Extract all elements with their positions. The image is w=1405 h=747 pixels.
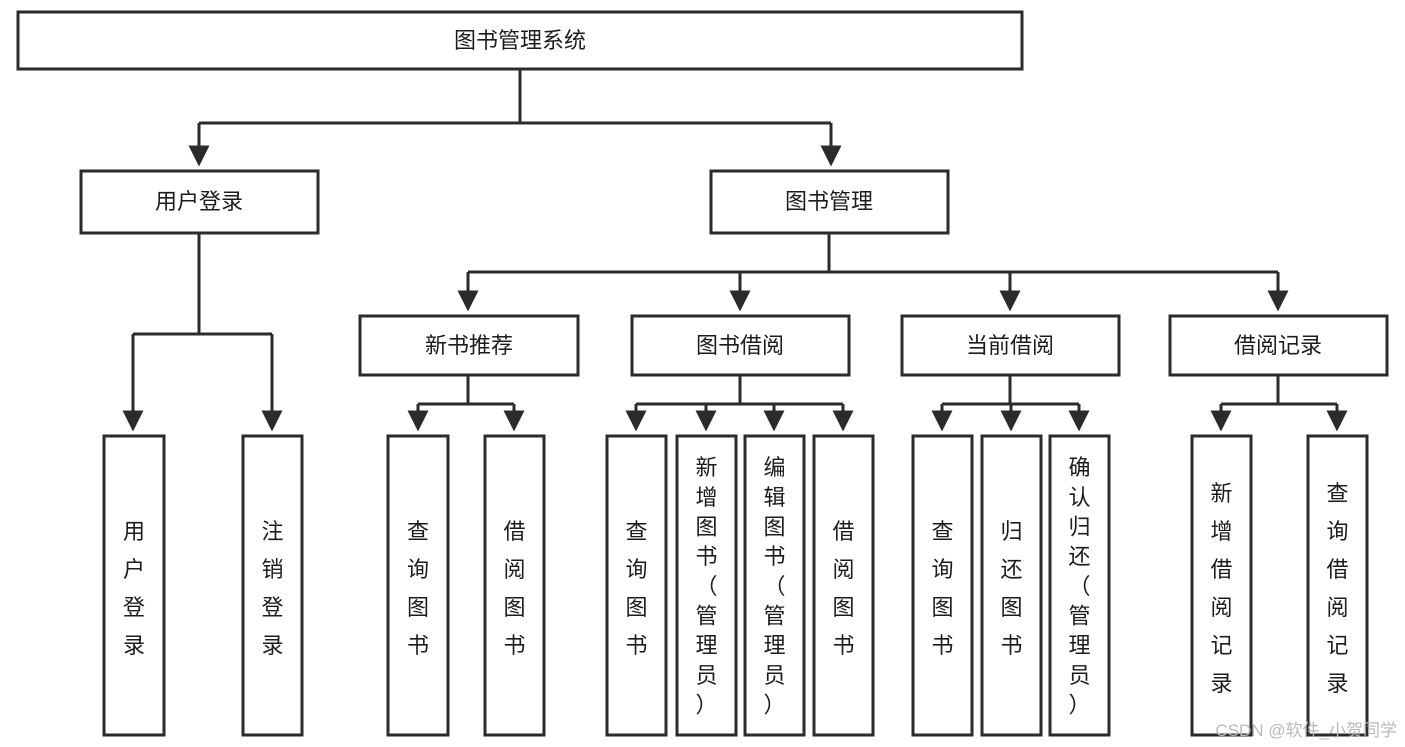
leaf-node-box-2[interactable] xyxy=(386,434,450,737)
leaf-node-box-11[interactable] xyxy=(1190,434,1253,737)
leaf-node-8[interactable]: 查询图书 xyxy=(911,434,974,737)
node-current-borrow[interactable]: 当前借阅 xyxy=(900,314,1121,377)
leaf-node-label-12-查询借阅记录: 查询借阅记录 xyxy=(1326,481,1348,696)
leaf-node-box-6[interactable] xyxy=(743,434,806,737)
leaf-node-10[interactable]: 确认归还（管理员） xyxy=(1048,434,1111,737)
leaf-node-box-12[interactable] xyxy=(1306,434,1369,737)
leaf-node-11[interactable]: 新增借阅记录 xyxy=(1190,434,1253,737)
leaf-node-label-7-借阅图书: 借阅图书 xyxy=(832,519,854,658)
node-root-box[interactable] xyxy=(16,10,1024,71)
leaf-node-2[interactable]: 查询图书 xyxy=(386,434,450,737)
node-user-login-box[interactable] xyxy=(79,169,320,235)
leaf-node-label-3-借阅图书: 借阅图书 xyxy=(503,519,525,658)
leaf-node-label-10-确认归还管理员: 确认归还（管理员） xyxy=(1068,455,1090,717)
node-borrow-records-box[interactable] xyxy=(1168,314,1389,377)
node-user-login-label: 用户登录 xyxy=(155,189,243,214)
leaf-node-label-11-新增借阅记录: 新增借阅记录 xyxy=(1210,481,1232,696)
node-book-management-label: 图书管理 xyxy=(785,189,873,214)
node-current-borrow-label: 当前借阅 xyxy=(966,333,1054,358)
connectors-book-management-to-children xyxy=(457,233,1289,312)
leaf-node-1[interactable]: 注销登录 xyxy=(241,434,304,737)
connectors-root-to-level2 xyxy=(188,69,842,167)
leaf-node-label-1-注销登录: 注销登录 xyxy=(261,519,283,658)
leaf-node-box-3[interactable] xyxy=(483,434,546,737)
node-user-login[interactable]: 用户登录 xyxy=(79,169,320,235)
node-new-book-recommend-label: 新书推荐 xyxy=(425,333,513,358)
node-root-label: 图书管理系统 xyxy=(454,28,586,53)
node-new-book-recommend[interactable]: 新书推荐 xyxy=(358,314,580,377)
leaf-node-box-0[interactable] xyxy=(102,434,166,737)
node-current-borrow-box[interactable] xyxy=(900,314,1121,377)
node-root[interactable]: 图书管理系统 xyxy=(16,10,1024,71)
leaf-node-7[interactable]: 借阅图书 xyxy=(812,434,875,737)
leaf-node-label-5-新增图书管理员: 新增图书（管理员） xyxy=(695,455,717,717)
leaf-node-3[interactable]: 借阅图书 xyxy=(483,434,546,737)
node-borrow-records[interactable]: 借阅记录 xyxy=(1168,314,1389,377)
node-book-borrow[interactable]: 图书借阅 xyxy=(630,314,851,377)
leaf-node-label-8-查询图书: 查询图书 xyxy=(931,519,953,658)
leaf-node-label-9-归还图书: 归还图书 xyxy=(1000,519,1022,658)
leaf-node-box-1[interactable] xyxy=(241,434,304,737)
leaf-node-label-2-查询图书: 查询图书 xyxy=(407,519,429,658)
leaf-node-label-0-用户登录: 用户登录 xyxy=(123,519,145,658)
node-book-management[interactable]: 图书管理 xyxy=(709,169,950,235)
leaf-node-label-4-查询图书: 查询图书 xyxy=(625,519,647,658)
connectors-borrow-to-children xyxy=(625,375,854,432)
leaf-node-9[interactable]: 归还图书 xyxy=(980,434,1043,737)
leaf-node-box-10[interactable] xyxy=(1048,434,1111,737)
leaf-nodes-layer: 用户登录 注销登录 查询图书 借阅图书 查询图书 新增图书（管理员） 编辑图书（管理员） 借阅… xyxy=(102,434,1369,737)
node-book-borrow-box[interactable] xyxy=(630,314,851,377)
leaf-node-0[interactable]: 用户登录 xyxy=(102,434,166,737)
node-new-book-recommend-box[interactable] xyxy=(358,314,580,377)
leaf-node-box-5[interactable] xyxy=(675,434,738,737)
leaf-node-6[interactable]: 编辑图书（管理员） xyxy=(743,434,806,737)
leaf-node-5[interactable]: 新增图书（管理员） xyxy=(675,434,738,737)
connectors-user-login-to-children xyxy=(122,233,283,432)
leaf-node-4[interactable]: 查询图书 xyxy=(605,434,668,737)
leaf-node-box-9[interactable] xyxy=(980,434,1043,737)
leaf-node-box-7[interactable] xyxy=(812,434,875,737)
node-book-management-box[interactable] xyxy=(709,169,950,235)
leaf-node-box-8[interactable] xyxy=(911,434,974,737)
connectors-borrow-records-to-children xyxy=(1210,375,1348,432)
connectors-current-borrow-to-children xyxy=(931,375,1090,432)
connectors-new-book-to-children xyxy=(407,375,525,432)
leaf-node-label-6-编辑图书管理员: 编辑图书（管理员） xyxy=(763,455,785,717)
node-borrow-records-label: 借阅记录 xyxy=(1234,333,1322,358)
leaf-node-box-4[interactable] xyxy=(605,434,668,737)
node-book-borrow-label: 图书借阅 xyxy=(696,333,784,358)
leaf-node-12[interactable]: 查询借阅记录 xyxy=(1306,434,1369,737)
